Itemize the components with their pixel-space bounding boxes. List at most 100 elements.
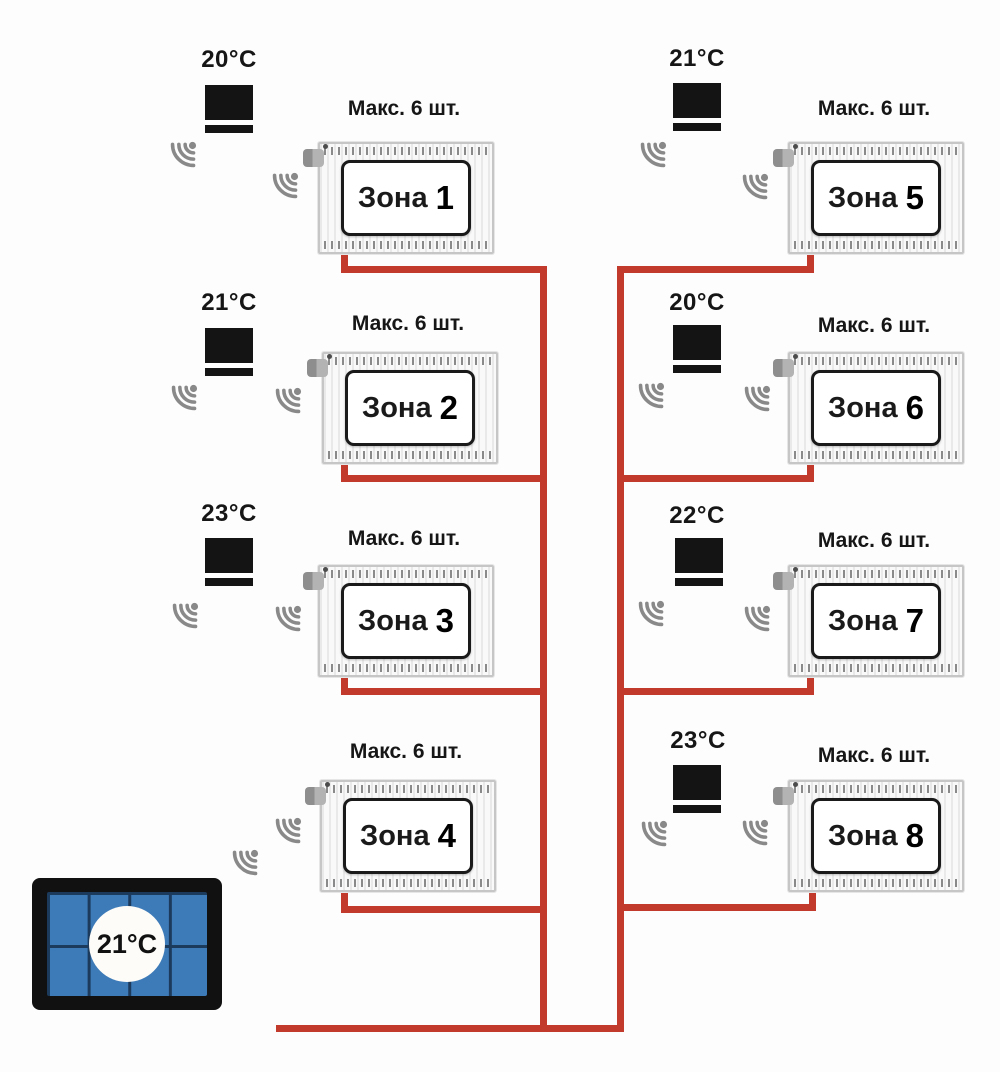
thermostat-icon <box>205 328 253 376</box>
controller-temp-display: 21°C <box>89 906 165 982</box>
controller-screen: 21°C <box>47 892 207 996</box>
radiator: Зона 5 <box>773 142 964 254</box>
zone-label-plate: Зона 7 <box>811 583 941 659</box>
radiator: Зона 3 <box>303 565 494 677</box>
radiator: Зона 4 <box>305 780 496 892</box>
temperature-label: 21°C <box>201 289 257 316</box>
pipe-branch <box>341 688 547 695</box>
pipe-branch <box>341 667 348 695</box>
max-devices-label: Макс. 6 шт. <box>347 527 461 550</box>
controller-temp-value: 21°C <box>96 928 158 959</box>
valve-actuator-icon <box>303 144 328 167</box>
zone-label: Зона <box>358 181 428 214</box>
max-devices-label: Макс. 6 шт. <box>349 740 463 763</box>
pipe-branch <box>341 454 348 482</box>
zone-number: 5 <box>905 179 924 216</box>
thermostat-icon <box>205 85 253 133</box>
wifi-signal-icon <box>629 594 671 636</box>
zone-label: Зона <box>828 819 898 852</box>
temperature-label: 21°C <box>669 45 725 72</box>
zone-number: 4 <box>437 817 456 854</box>
zone-label-plate: Зона 3 <box>341 583 471 659</box>
wifi-signal-icon <box>266 599 308 641</box>
pipe-branch <box>807 454 814 482</box>
valve-actuator-icon <box>305 782 330 805</box>
pipe-branch <box>617 266 814 273</box>
valve-actuator-icon <box>773 144 798 167</box>
valve-actuator-icon <box>773 782 798 805</box>
wifi-signal-icon <box>266 381 308 423</box>
radiator: Зона 7 <box>773 565 964 677</box>
wifi-signal-icon <box>733 167 775 209</box>
max-devices-label: Макс. 6 шт. <box>351 312 465 335</box>
max-devices-label: Макс. 6 шт. <box>817 529 931 552</box>
radiator: Зона 1 <box>303 142 494 254</box>
temperature-label: 20°C <box>201 46 257 73</box>
wifi-signal-icon <box>735 379 777 421</box>
pipe-branch <box>617 904 816 911</box>
wifi-signal-icon <box>632 814 674 856</box>
pipe-branch <box>617 688 814 695</box>
valve-actuator-icon <box>303 567 328 590</box>
zone-label-plate: Зона 1 <box>341 160 471 236</box>
zone-label-plate: Зона 6 <box>811 370 941 446</box>
max-devices-label: Макс. 6 шт. <box>817 97 931 120</box>
zone-label: Зона <box>828 181 898 214</box>
wifi-signal-icon <box>162 378 204 420</box>
zone-label-plate: Зона 2 <box>345 370 475 446</box>
thermostat-icon <box>675 538 723 586</box>
pipe-main-right <box>617 266 624 1032</box>
wifi-signal-icon <box>223 843 265 885</box>
pipe-branch <box>807 667 814 695</box>
zone-number: 7 <box>905 602 924 639</box>
radiator: Зона 2 <box>307 352 498 464</box>
wifi-signal-icon <box>629 376 671 418</box>
thermostat-icon <box>673 83 721 131</box>
zone-number: 6 <box>905 389 924 426</box>
zone-label-plate: Зона 4 <box>343 798 473 874</box>
wifi-signal-icon <box>735 599 777 641</box>
temperature-label: 23°C <box>201 500 257 527</box>
wifi-signal-icon <box>163 596 205 638</box>
max-devices-label: Макс. 6 шт. <box>347 97 461 120</box>
temperature-label: 22°C <box>669 502 725 529</box>
pipe-branch <box>807 244 814 273</box>
pipe-branch <box>341 906 547 913</box>
wifi-signal-icon <box>733 813 775 855</box>
zone-label-plate: Зона 8 <box>811 798 941 874</box>
pipe-branch <box>341 475 547 482</box>
temperature-label: 20°C <box>669 289 725 316</box>
radiator: Зона 8 <box>773 780 964 892</box>
pipe-branch <box>809 884 816 911</box>
pipe-branch <box>341 244 348 273</box>
pipe-main-left <box>540 266 547 1032</box>
max-devices-label: Макс. 6 шт. <box>817 744 931 767</box>
radiator: Зона 6 <box>773 352 964 464</box>
pipe-branch <box>341 882 348 913</box>
pipe-branch <box>341 266 547 273</box>
controller-panel: 21°C <box>32 878 222 1010</box>
zone-label: Зона <box>358 604 428 637</box>
valve-actuator-icon <box>307 354 332 377</box>
thermostat-icon <box>205 538 253 586</box>
wifi-signal-icon <box>631 135 673 177</box>
zone-label: Зона <box>362 391 432 424</box>
zone-label-plate: Зона 5 <box>811 160 941 236</box>
zone-label: Зона <box>360 819 430 852</box>
zone-number: 3 <box>435 602 454 639</box>
zone-number: 1 <box>435 179 454 216</box>
max-devices-label: Макс. 6 шт. <box>817 314 931 337</box>
thermostat-icon <box>673 765 721 813</box>
pipe-branch <box>617 475 814 482</box>
wifi-signal-icon <box>266 811 308 853</box>
wifi-signal-icon <box>161 135 203 177</box>
wifi-signal-icon <box>263 166 305 208</box>
zone-number: 8 <box>905 817 924 854</box>
temperature-label: 23°C <box>670 727 726 754</box>
zone-number: 2 <box>439 389 458 426</box>
valve-actuator-icon <box>773 354 798 377</box>
pipe-bottom-run <box>276 1025 624 1032</box>
thermostat-icon <box>673 325 721 373</box>
zone-label: Зона <box>828 604 898 637</box>
valve-actuator-icon <box>773 567 798 590</box>
